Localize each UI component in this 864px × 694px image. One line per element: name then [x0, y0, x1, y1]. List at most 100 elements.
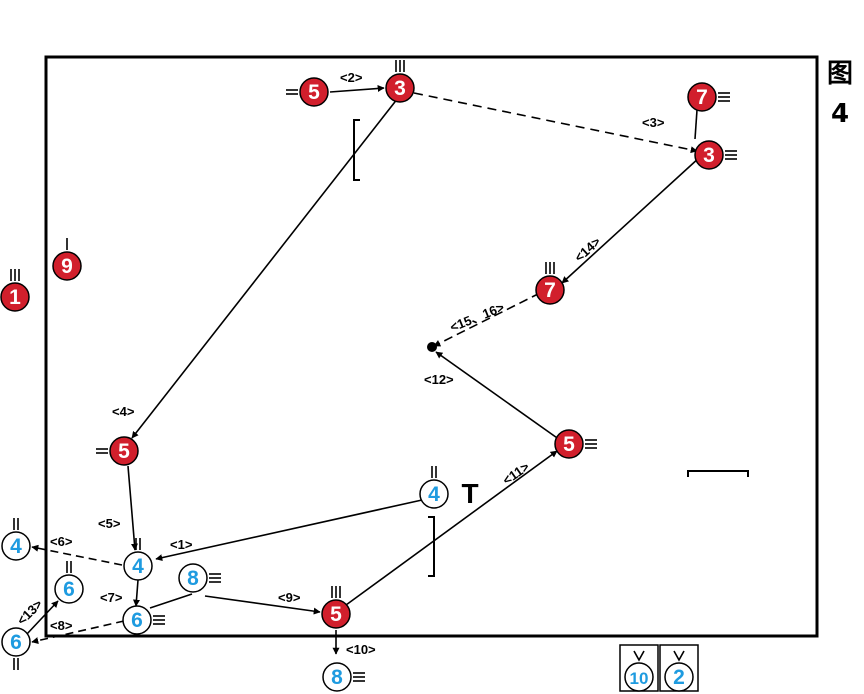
player-blue-6: 6 — [1, 627, 31, 670]
tee-symbol: T — [461, 478, 478, 509]
player-token — [299, 77, 329, 107]
step-label-11: <11> — [500, 459, 533, 488]
player-number: 7 — [544, 279, 556, 302]
court-boundary — [44, 55, 819, 638]
player-red-5: 5 — [554, 429, 597, 459]
player-red-7: 7 — [535, 262, 565, 305]
player-number: 5 — [118, 440, 130, 463]
player-token — [321, 599, 351, 629]
figure-label-number: 4 — [831, 99, 849, 129]
player-token — [54, 574, 84, 604]
player-number: 1 — [9, 286, 21, 309]
player-token — [178, 563, 208, 593]
player-red-3: 3 — [694, 140, 737, 170]
player-token — [122, 605, 152, 635]
step-label-4: <4> — [112, 404, 135, 419]
step-label-7: <7> — [100, 590, 123, 605]
step-label-1: <1> — [170, 537, 193, 552]
player-blue-8: 8 — [322, 662, 365, 692]
line-9 — [204, 595, 321, 615]
line-14 — [561, 156, 701, 284]
player-blue-4: 4 — [1, 518, 31, 561]
player-number: 8 — [331, 666, 343, 689]
step-label-15: <15、16> — [448, 299, 507, 334]
player-token — [694, 140, 724, 170]
player-red-1: 1 — [0, 269, 30, 312]
player-number: 5 — [308, 81, 320, 104]
player-number: 9 — [61, 255, 73, 278]
player-number: 3 — [394, 77, 406, 100]
player-blue-10: 10 — [624, 650, 654, 692]
player-number: 6 — [10, 631, 22, 654]
bracket-bottom — [428, 516, 435, 577]
player-number: 8 — [187, 567, 199, 590]
player-red-3: 3 — [385, 60, 415, 103]
player-token — [419, 479, 449, 509]
player-token — [123, 551, 153, 581]
line-1 — [155, 499, 423, 562]
player-token — [554, 429, 584, 459]
step-label-8: <8> — [50, 618, 73, 633]
player-number: 6 — [131, 609, 143, 632]
line-8-to-6 — [149, 593, 193, 609]
player-number: 5 — [563, 433, 575, 456]
line-5 — [127, 465, 138, 551]
player-number: 5 — [330, 603, 342, 626]
player-number: 4 — [132, 555, 144, 578]
step-label-10: <10> — [346, 642, 376, 657]
player-blue-8: 8 — [178, 563, 221, 593]
line-12 — [435, 351, 561, 441]
step-label-6: <6> — [50, 534, 73, 549]
player-number: 4 — [428, 483, 440, 506]
step-label-2: <2> — [340, 70, 363, 85]
player-number: 3 — [703, 144, 715, 167]
player-number: 4 — [10, 535, 22, 558]
player-red-5: 5 — [96, 436, 139, 466]
player-red-5: 5 — [286, 77, 329, 107]
line-7 — [132, 579, 140, 607]
player-blue-6: 6 — [54, 561, 84, 604]
player-token — [664, 662, 694, 692]
screen-point — [427, 342, 437, 352]
player-token — [687, 82, 717, 112]
step-label-9: <9> — [278, 590, 301, 605]
player-token — [0, 282, 30, 312]
players-layer: 5 3 7 3 9 1 7 5 5 5 4 4 4 8 6 6 6 8 10 2 — [0, 60, 737, 692]
line-2 — [329, 84, 385, 93]
player-number: 10 — [630, 669, 649, 688]
bench-mark — [687, 470, 749, 477]
player-token — [624, 662, 654, 692]
figure-label-char: 图 — [827, 59, 853, 89]
player-token — [1, 627, 31, 657]
player-red-9: 9 — [52, 238, 82, 281]
player-token — [535, 275, 565, 305]
line-11 — [345, 450, 558, 606]
player-token — [322, 662, 352, 692]
player-blue-4: 4 — [419, 466, 449, 509]
line-6 — [31, 544, 123, 566]
player-token — [52, 251, 82, 281]
line-8 — [31, 620, 125, 645]
player-number: 2 — [673, 666, 685, 689]
step-label-12: <12> — [424, 372, 454, 387]
player-token — [1, 531, 31, 561]
line-13 — [25, 600, 59, 636]
line-15-16 — [433, 292, 541, 347]
line-7-to-3 — [694, 109, 698, 140]
player-red-7: 7 — [687, 82, 730, 112]
step-label-13: <13> — [14, 596, 46, 628]
player-blue-4: 4 — [123, 538, 153, 581]
step-label-5: <5> — [98, 516, 121, 531]
line-3 — [413, 92, 698, 154]
player-blue-6: 6 — [122, 605, 165, 635]
player-token — [109, 436, 139, 466]
movement-lines — [25, 84, 701, 655]
player-red-5: 5 — [321, 586, 351, 629]
player-number: 6 — [63, 578, 75, 601]
player-number: 7 — [696, 86, 708, 109]
player-blue-2: 2 — [664, 650, 694, 692]
step-labels: <2> <3> <4> <14> <15、16> <12> <5> <1> <6… — [14, 70, 665, 657]
step-label-3: <3> — [642, 115, 665, 130]
line-4 — [131, 97, 399, 439]
